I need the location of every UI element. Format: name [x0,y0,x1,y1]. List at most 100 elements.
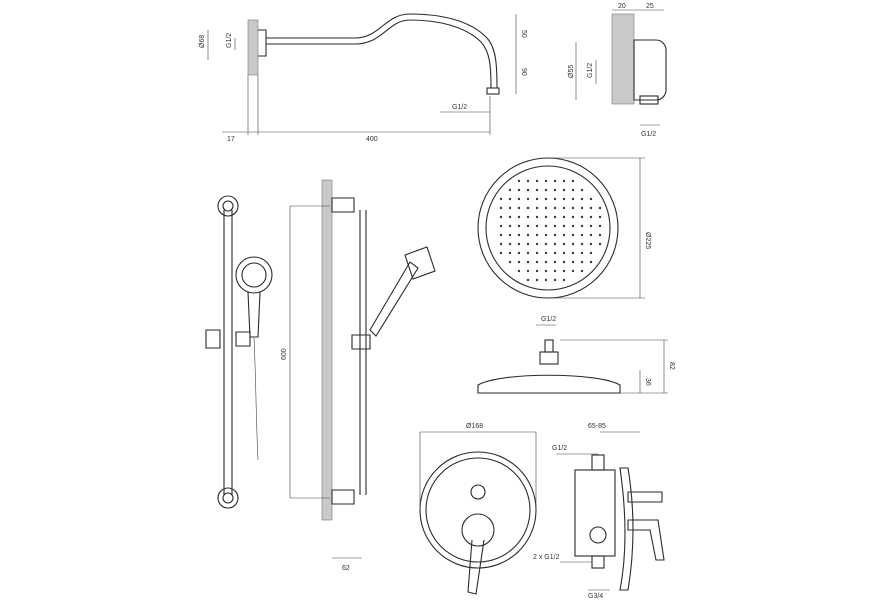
nozzle-dot [535,242,539,246]
nozzle-dot [544,197,548,201]
nozzle-dot [544,179,548,183]
nozzle-dot [526,206,530,210]
nozzle-dot [553,179,557,183]
nozzle-dot [508,188,512,192]
dim-rail-600: 600 [281,348,288,360]
nozzle-dot [508,251,512,255]
nozzle-dot [526,224,530,228]
dim-arm-inlet-g12: G1/2 [226,33,233,48]
nozzle-dot [517,260,521,264]
mixer-lever-side [627,519,665,561]
handshower-head-front [235,256,273,294]
slide-rail-front-view [205,195,273,509]
rail-side-top-bracket [331,197,355,213]
dim-mixer-d168: Ø168 [466,423,483,430]
dim-elbow-25: 25 [646,3,654,10]
nozzle-dot [580,197,584,201]
nozzle-dot [580,242,584,246]
arm-outlet-thread [486,87,500,95]
nozzle-dot [526,233,530,237]
nozzle-dot [508,224,512,228]
elbow-body [633,39,667,101]
nozzle-dot [598,242,602,246]
nozzle-dot [562,206,566,210]
dim-arm-outlet-g12: G1/2 [452,104,467,111]
nozzle-dot [508,242,512,246]
nozzle-dot [553,269,557,273]
nozzle-dot [544,224,548,228]
nozzle-dot [544,278,548,282]
rail-side-bottom-bracket [331,489,355,505]
dim-arm-d68: Ø68 [199,35,206,48]
nozzle-dot [553,260,557,264]
nozzle-dot [535,188,539,192]
nozzle-dot [526,179,530,183]
dim-arm-rise-50: 50 [520,30,527,38]
nozzle-dot [571,224,575,228]
head-inner-rim [485,165,611,291]
nozzle-dot [562,233,566,237]
nozzle-dot [535,206,539,210]
nozzle-dot [562,251,566,255]
nozzle-dot [562,242,566,246]
nozzle-dot [526,215,530,219]
nozzle-dot [580,215,584,219]
nozzle-dot [499,251,503,255]
arm-wall-flange [258,29,267,57]
dim-head-82: 82 [668,362,675,370]
nozzle-dot [580,188,584,192]
nozzle-dot [508,197,512,201]
nozzle-dot [571,197,575,201]
nozzle-dot [562,224,566,228]
nozzle-dot [580,206,584,210]
nozzle-dot [526,260,530,264]
nozzle-dot [553,188,557,192]
rail-side-slider [351,334,371,350]
nozzle-dot [598,206,602,210]
dim-arm-drop-90: 90 [520,68,527,76]
nozzle-dot [553,278,557,282]
mixer-side-view: 65-85 G1/2 2 x G1/2 G3/4 [533,423,665,600]
nozzle-dot [499,206,503,210]
nozzle-dot [571,206,575,210]
head-nozzle-pattern [499,179,602,282]
rail-slider [205,329,251,349]
nozzle-dot [517,242,521,246]
nozzle-dot [499,233,503,237]
nozzle-dot [526,269,530,273]
nozzle-dot [535,278,539,282]
nozzle-dot [553,206,557,210]
nozzle-dot [517,251,521,255]
dim-arm-wall-17: 17 [227,136,235,143]
nozzle-dot [508,206,512,210]
nozzle-dot [562,215,566,219]
dim-elbow-d55: Ø55 [568,65,575,78]
dim-mixer-g12-top: G1/2 [552,445,567,452]
mixer-cover-plate [419,451,537,569]
dim-elbow-g12-bottom: G1/2 [641,131,656,138]
nozzle-dot [553,242,557,246]
nozzle-dot [526,188,530,192]
nozzle-dot [589,215,593,219]
head-connector [544,339,554,353]
nozzle-dot [589,224,593,228]
nozzle-dot [517,197,521,201]
nozzle-dot [562,260,566,264]
nozzle-dot [580,260,584,264]
nozzle-dot [508,233,512,237]
nozzle-dot [517,233,521,237]
nozzle-dot [580,224,584,228]
nozzle-dot [544,215,548,219]
nozzle-dot [589,206,593,210]
nozzle-dot [562,197,566,201]
mixer-diverter-side [627,491,663,503]
rail-wall-section [321,179,333,521]
nozzle-dot [589,197,593,201]
nozzle-dot [517,215,521,219]
head-body-profile [477,374,621,394]
nozzle-dot [544,251,548,255]
nozzle-dot [589,260,593,264]
nozzle-dot [535,179,539,183]
nozzle-dot [571,260,575,264]
